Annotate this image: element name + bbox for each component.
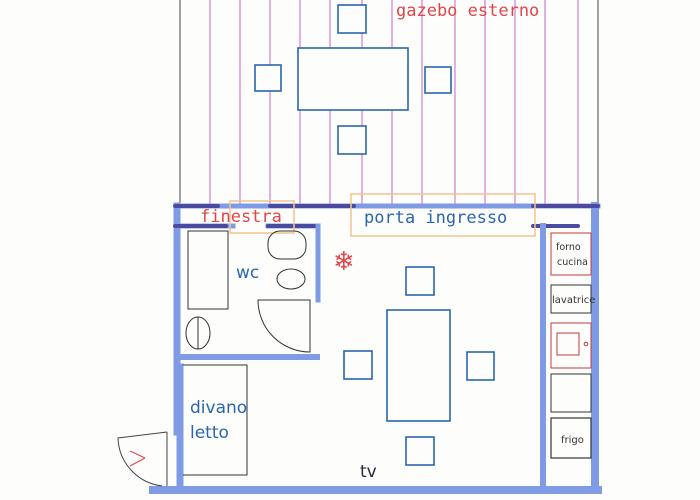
gazebo-label: gazebo esterno — [396, 1, 539, 21]
wc-door-swing — [257, 299, 311, 353]
washer-box — [550, 284, 592, 314]
gazebo-frame — [179, 0, 599, 205]
side-door — [117, 431, 168, 487]
entrance-label-box — [350, 193, 536, 237]
gazebo-chair-right — [424, 66, 452, 94]
oven-label-line2: cucina — [557, 257, 588, 268]
gazebo-chair-left — [254, 64, 282, 92]
cabinet-box — [550, 322, 592, 369]
washer-label: lavatrice — [552, 295, 595, 306]
window-label: finestra — [200, 207, 282, 227]
gazebo-chair-top — [337, 4, 367, 34]
fridge-box — [550, 417, 592, 459]
dining-chair-bottom — [405, 436, 435, 466]
dining-table — [386, 309, 451, 422]
lintels — [173, 204, 600, 228]
wc-sink — [267, 230, 307, 260]
lower-cabinet — [550, 373, 592, 413]
sofa-bed-label-line2: letto — [190, 423, 229, 443]
wc-room — [185, 230, 311, 353]
outer-walls — [149, 202, 602, 494]
sofa-bed-label-line1: divano — [190, 398, 247, 418]
dining-table-set — [343, 266, 495, 466]
wc-cabinet — [187, 230, 229, 310]
dining-chair-left — [343, 350, 373, 380]
gazebo-table — [297, 47, 409, 111]
wc-label: wc — [236, 263, 259, 283]
tv-label: tv — [360, 462, 377, 482]
oven-label-line1: forno — [556, 242, 581, 253]
interior-walls — [176, 223, 546, 491]
fridge-label: frigo — [561, 435, 584, 446]
sofa-bed — [183, 364, 248, 476]
wc-toilet — [276, 268, 306, 290]
gazebo-chair-bottom — [337, 125, 367, 155]
entrance-label: porta ingresso — [364, 208, 507, 228]
gazebo-table-set — [254, 4, 452, 155]
window-label-box — [229, 200, 295, 234]
dining-chair-top — [405, 266, 435, 296]
snowflake-icon: ❄ — [333, 247, 355, 277]
oven-box — [550, 232, 592, 276]
appliance-column — [550, 232, 592, 459]
dining-chair-right — [466, 351, 495, 381]
